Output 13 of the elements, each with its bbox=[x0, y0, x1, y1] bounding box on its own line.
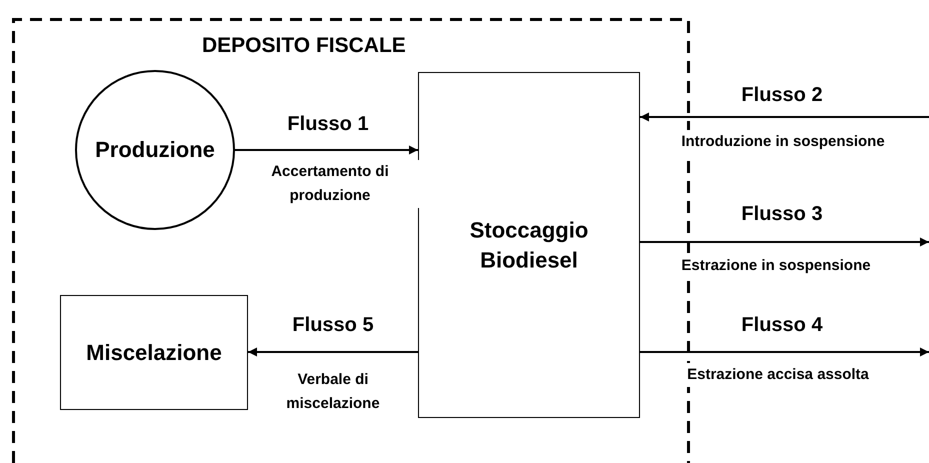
node-label: Stoccaggio Biodiesel bbox=[468, 216, 590, 274]
node-label: Produzione bbox=[94, 136, 216, 164]
flow-description: Estrazione accisa assolta bbox=[685, 363, 871, 387]
arrow bbox=[640, 348, 929, 356]
process-box bbox=[418, 72, 640, 418]
arrow bbox=[235, 146, 418, 154]
node-label: Miscelazione bbox=[85, 338, 223, 367]
process-box bbox=[60, 295, 248, 410]
arrow bbox=[640, 112, 929, 122]
arrow bbox=[640, 238, 929, 246]
arrow bbox=[248, 348, 418, 356]
boundary-title: DEPOSITO FISCALE bbox=[202, 33, 406, 59]
flow-description: Introduzione in sospensione bbox=[679, 130, 887, 154]
